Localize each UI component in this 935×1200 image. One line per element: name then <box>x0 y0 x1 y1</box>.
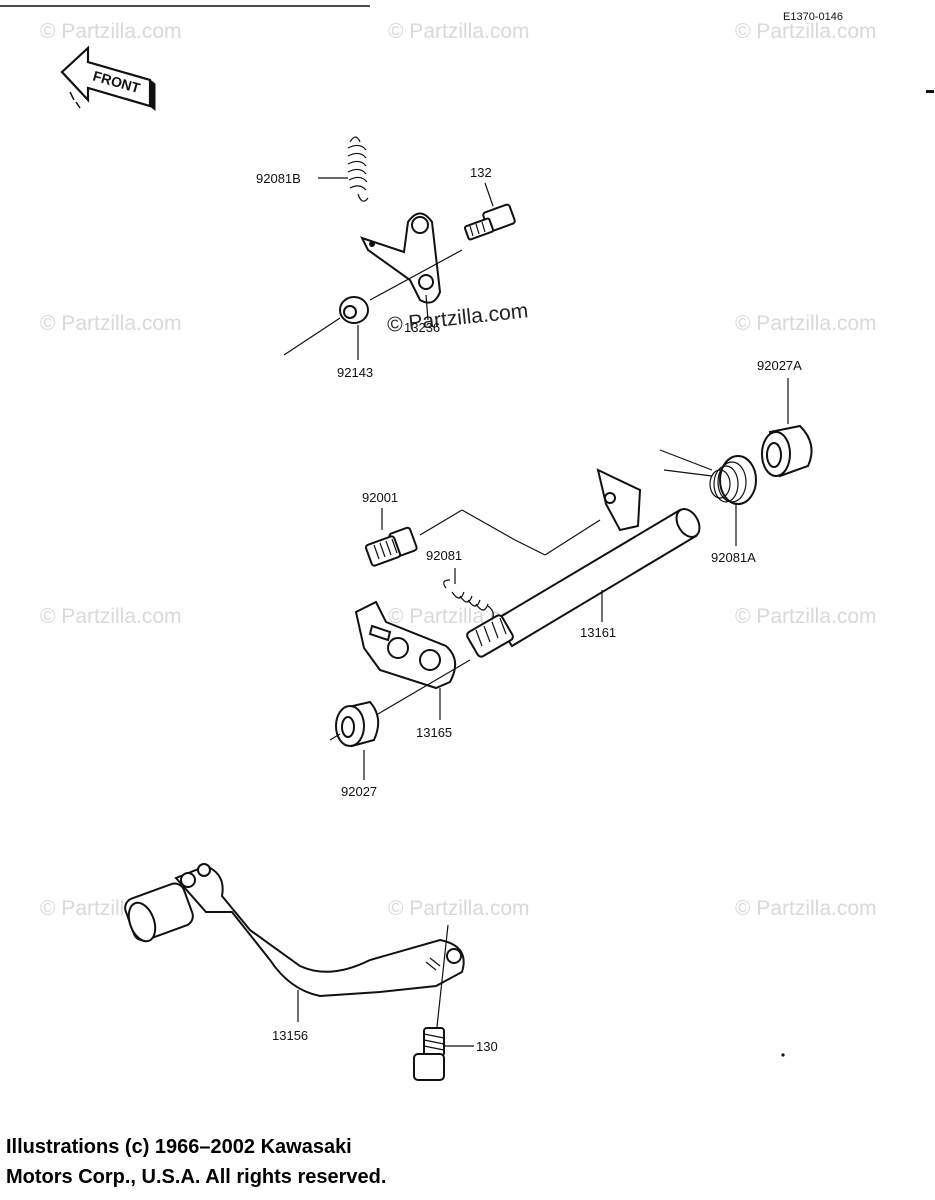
diagram-code: E1370-0146 <box>783 11 843 23</box>
label-13236: 13236 <box>404 320 440 335</box>
shift-pedal-13156-icon <box>124 863 465 998</box>
label-13156: 13156 <box>272 1028 308 1043</box>
spring-92081b-icon <box>347 136 369 202</box>
label-92027: 92027 <box>341 784 377 799</box>
copyright-line-1: Illustrations (c) 1966–2002 Kawasaki <box>6 1136 352 1158</box>
bolt-92001-icon <box>364 526 418 567</box>
bushing-92027-icon <box>335 700 380 748</box>
shaft-13161-icon <box>466 468 701 658</box>
part-labels: 92081B 132 13236 92143 92027A 92001 9208… <box>256 165 802 1054</box>
watermark: © Partzilla.com <box>388 20 530 43</box>
bracket-13236-icon <box>360 212 442 304</box>
label-92001: 92001 <box>362 490 398 505</box>
bushing-92027a-icon <box>761 424 813 478</box>
label-13165: 13165 <box>416 725 452 740</box>
label-92081a: 92081A <box>711 550 756 565</box>
copyright-line-2: Motors Corp., U.S.A. All rights reserved… <box>6 1166 387 1188</box>
watermark: © Partzilla.com <box>735 897 877 920</box>
stray-mark <box>926 90 934 93</box>
label-92081b: 92081B <box>256 171 301 186</box>
shift-plate-13165-icon <box>354 600 457 690</box>
watermark: © Partzilla.com <box>735 20 877 43</box>
washer-92143-icon <box>339 296 369 324</box>
watermark: © Partzilla.com <box>40 20 182 43</box>
watermark: © Partzilla.com <box>388 897 530 920</box>
label-13161: 13161 <box>580 625 616 640</box>
bolt-130-icon <box>413 1027 445 1081</box>
label-92081: 92081 <box>426 548 462 563</box>
front-arrow-icon: FRONT <box>60 45 156 112</box>
watermark: © Partzilla.com <box>40 605 182 628</box>
bolt-132-icon <box>463 203 516 241</box>
label-130: 130 <box>476 1039 498 1054</box>
watermark: © Partzilla.com <box>735 312 877 335</box>
label-92143: 92143 <box>337 365 373 380</box>
stray-dot <box>781 1053 785 1057</box>
label-132: 132 <box>470 165 492 180</box>
watermark: © Partzilla.com <box>40 312 182 335</box>
spring-92081-icon <box>443 579 494 621</box>
label-92027a: 92027A <box>757 358 802 373</box>
spring-92081a-icon <box>659 449 757 505</box>
watermark: © Partzilla.com <box>735 605 877 628</box>
